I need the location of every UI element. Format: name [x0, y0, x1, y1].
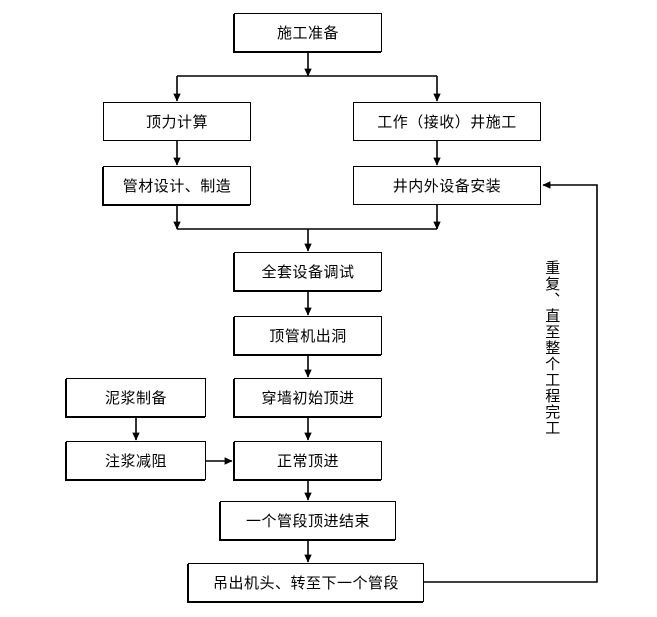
node-construction-preparation[interactable]: 施工准备 — [234, 13, 382, 52]
node-label: 工作（接收）井施工 — [377, 113, 517, 131]
node-slurry-preparation[interactable]: 泥浆制备 — [66, 378, 206, 417]
node-working-receiving-shaft-construction[interactable]: 工作（接收）井施工 — [353, 102, 541, 141]
node-label: 管材设计、制造 — [122, 177, 232, 195]
node-label: 泥浆制备 — [104, 389, 167, 407]
node-label: 顶管机出洞 — [269, 327, 347, 345]
node-label: 施工准备 — [276, 24, 339, 42]
node-grouting-friction-reduction[interactable]: 注浆减阻 — [66, 441, 206, 480]
node-pipe-jacking-machine-launch[interactable]: 顶管机出洞 — [234, 316, 382, 355]
feedback-loop-label: 重复、直至整个工程完工 — [543, 260, 562, 436]
node-label: 一个管段顶进结束 — [245, 512, 370, 530]
node-label: 正常顶进 — [276, 452, 339, 470]
node-hoist-machine-head-move-next-section[interactable]: 吊出机头、转至下一个管段 — [188, 563, 424, 602]
node-label: 注浆减阻 — [104, 452, 167, 470]
node-label: 吊出机头、转至下一个管段 — [212, 574, 399, 592]
node-full-equipment-commissioning[interactable]: 全套设备调试 — [234, 252, 382, 291]
node-label: 全套设备调试 — [261, 263, 355, 281]
node-jacking-force-calculation[interactable]: 顶力计算 — [103, 102, 251, 141]
node-label: 穿墙初始顶进 — [261, 389, 355, 407]
node-initial-jacking-through-wall[interactable]: 穿墙初始顶进 — [234, 378, 382, 417]
node-label: 顶力计算 — [145, 113, 208, 131]
node-label: 井内外设备安装 — [392, 177, 502, 195]
node-shaft-equipment-installation[interactable]: 井内外设备安装 — [353, 166, 541, 205]
node-pipe-design-manufacture[interactable]: 管材设计、制造 — [103, 166, 251, 205]
edge-feedback-loop — [424, 181, 598, 583]
node-normal-jacking[interactable]: 正常顶进 — [234, 441, 382, 480]
node-one-pipe-section-jacking-complete[interactable]: 一个管段顶进结束 — [220, 501, 396, 540]
